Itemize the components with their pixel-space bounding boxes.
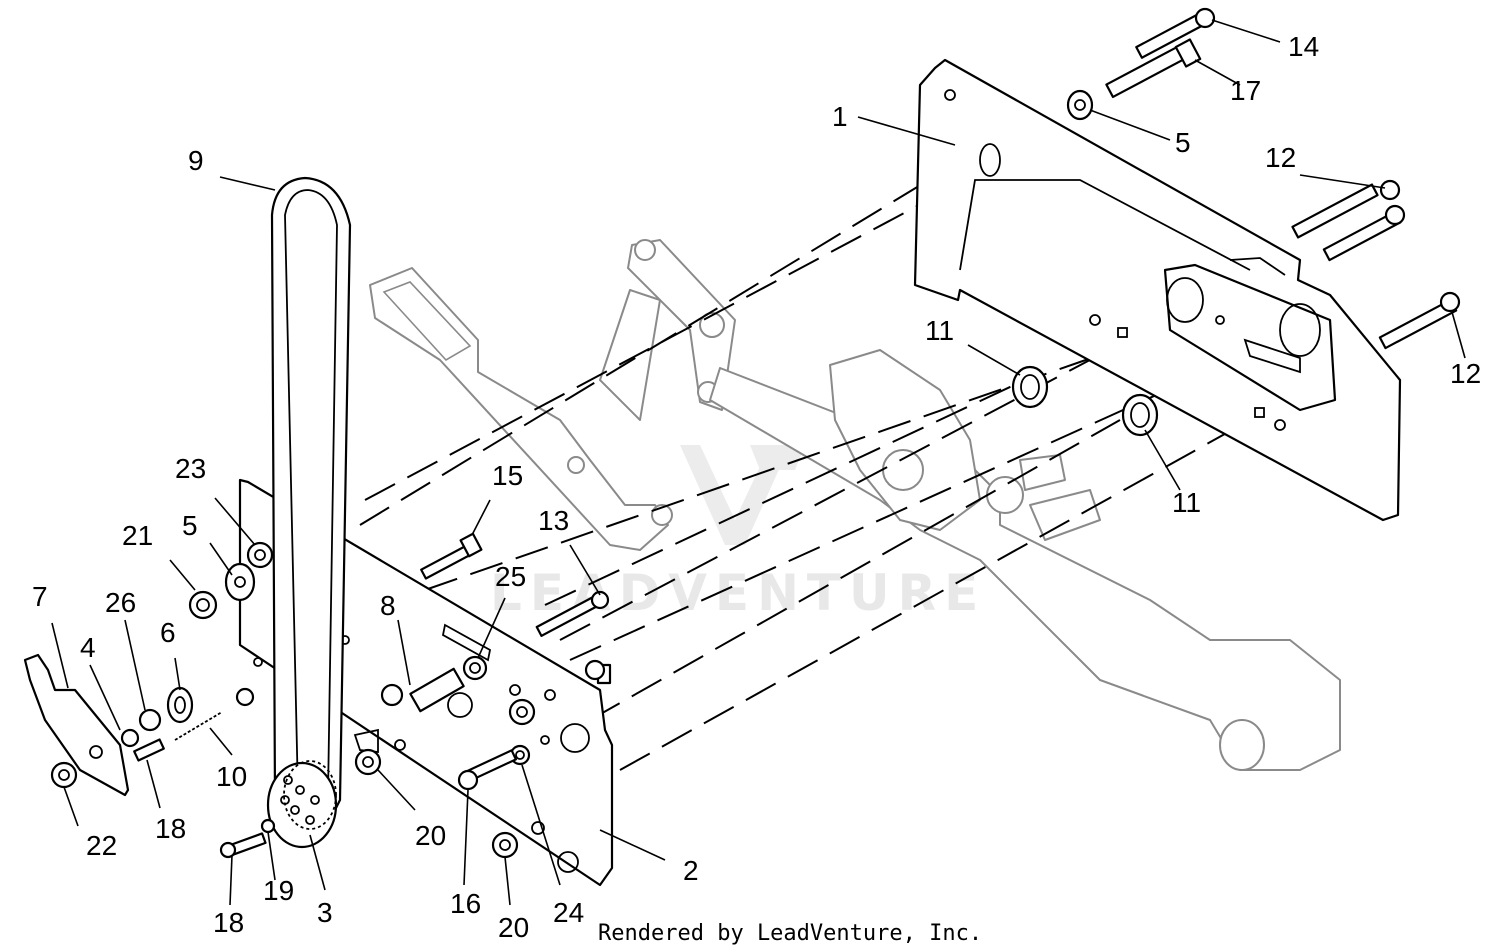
callout-20b: 20 — [498, 912, 529, 943]
bracket-part-1 — [913, 58, 1402, 522]
callout-1: 1 — [832, 101, 848, 132]
callout-23: 23 — [175, 453, 206, 484]
callout-8: 8 — [380, 590, 396, 621]
fasteners — [50, 7, 1461, 859]
belt-part-9 — [270, 176, 352, 832]
callout-3: 3 — [317, 897, 333, 928]
spring-part-10 — [174, 711, 223, 741]
arm-part-7 — [23, 653, 130, 797]
callout-22: 22 — [86, 830, 117, 861]
callout-25: 25 — [495, 561, 526, 592]
leader-lines — [51, 19, 1466, 906]
callout-21: 21 — [122, 520, 153, 551]
callout-5a: 5 — [182, 510, 198, 541]
bearing-part-6 — [166, 686, 194, 724]
callout-10: 10 — [216, 761, 247, 792]
callout-4: 4 — [80, 632, 96, 663]
callout-13: 13 — [538, 505, 569, 536]
callout-12b: 12 — [1450, 358, 1481, 389]
callout-15: 15 — [492, 460, 523, 491]
callout-12a: 12 — [1265, 142, 1296, 173]
callout-14: 14 — [1288, 31, 1319, 62]
callout-11b: 11 — [1172, 487, 1201, 518]
gear-pulley-part-3 — [266, 760, 338, 849]
callout-7: 7 — [32, 581, 48, 612]
callout-9: 9 — [188, 145, 204, 176]
callout-5b: 5 — [1175, 127, 1191, 158]
pedal-assembly — [369, 239, 1341, 771]
callout-11a: 11 — [925, 315, 954, 346]
credit-text: Rendered by LeadVenture, Inc. — [598, 921, 982, 946]
callout-17: 17 — [1230, 75, 1261, 106]
callout-18b: 18 — [213, 907, 244, 938]
callout-19: 19 — [263, 875, 294, 906]
watermark-logo — [680, 445, 805, 545]
callout-26: 26 — [105, 587, 136, 618]
callout-2: 2 — [683, 855, 699, 886]
alignment-lines — [359, 154, 1301, 771]
callouts: 1 2 3 4 5 5 6 7 8 9 10 11 11 12 12 13 14… — [32, 31, 1481, 943]
callout-16: 16 — [450, 888, 481, 919]
callout-18a: 18 — [155, 813, 186, 844]
callout-20a: 20 — [415, 820, 446, 851]
callout-6: 6 — [160, 617, 176, 648]
callout-24: 24 — [553, 897, 584, 928]
